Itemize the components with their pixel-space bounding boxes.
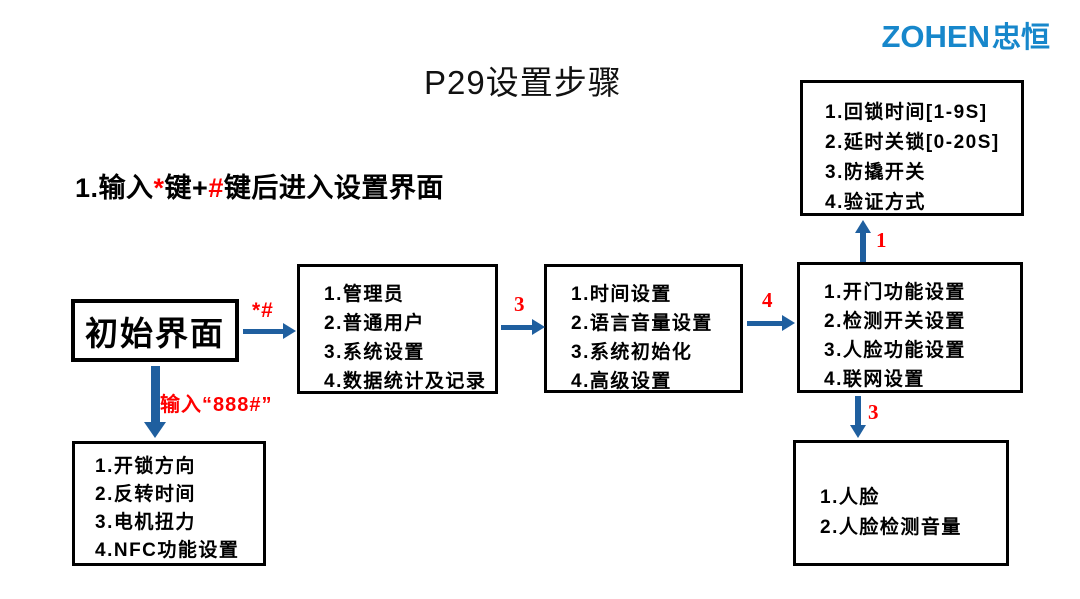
arrow-label-star-hash: *# — [252, 299, 274, 322]
box-door-settings: 1.回锁时间[1-9S] 2.延时关锁[0-20S] 3.防撬开关 4.验证方式 — [800, 80, 1024, 216]
menu-item: 3.电机扭力 — [95, 512, 196, 533]
menu-item: 1.时间设置 — [571, 284, 672, 305]
box-motor-settings: 1.开锁方向 2.反转时间 3.电机扭力 4.NFC功能设置 — [72, 441, 266, 566]
menu-item: 4.联网设置 — [824, 369, 925, 390]
menu-item: 2.人脸检测音量 — [820, 517, 962, 538]
menu-item: 2.检测开关设置 — [824, 311, 966, 332]
instruction-text: 1.输入*键+#键后进入设置界面 — [75, 166, 444, 205]
arrow-initial-to-motor-icon — [144, 366, 166, 438]
menu-item: 4.高级设置 — [571, 371, 672, 392]
menu-item: 4.NFC功能设置 — [95, 540, 240, 561]
instruction-prefix: 1.输入 — [75, 173, 154, 203]
menu-item: 3.人脸功能设置 — [824, 340, 966, 361]
instruction-mid: 键+ — [164, 173, 209, 203]
page-title: P29设置步骤 — [424, 64, 622, 101]
arrow-label-3: 3 — [514, 292, 525, 316]
initial-interface-label: 初始界面 — [85, 314, 225, 352]
menu-item: 2.普通用户 — [324, 313, 425, 334]
box-face-settings: 1.人脸 2.人脸检测音量 — [793, 440, 1009, 566]
menu-item: 1.开锁方向 — [95, 456, 196, 477]
arrow-label-3b: 3 — [868, 400, 879, 424]
menu-item: 1.回锁时间[1-9S] — [825, 102, 988, 123]
menu-item: 2.延时关锁[0-20S] — [825, 132, 1000, 153]
menu-item: 4.数据统计及记录 — [324, 371, 487, 392]
hash-key: # — [208, 173, 224, 203]
menu-item: 1.管理员 — [324, 284, 405, 305]
menu-item: 4.验证方式 — [825, 192, 926, 213]
instruction-suffix: 键后进入设置界面 — [223, 173, 444, 203]
arrow-initial-to-admin-icon — [243, 323, 296, 339]
arrow-label-enter-888: 输入“888#” — [160, 394, 273, 416]
box-admin-menu: 1.管理员 2.普通用户 3.系统设置 4.数据统计及记录 — [297, 264, 498, 394]
menu-item: 2.语言音量设置 — [571, 313, 713, 334]
menu-item: 1.开门功能设置 — [824, 282, 966, 303]
arrow-advanced-to-door-icon — [855, 220, 871, 262]
arrow-admin-to-system-icon — [501, 319, 545, 335]
logo-latin-text: ZOHEN — [881, 19, 990, 54]
menu-item: 3.系统初始化 — [571, 342, 693, 363]
arrow-advanced-to-face-icon — [850, 396, 866, 438]
box-advanced-menu: 1.开门功能设置 2.检测开关设置 3.人脸功能设置 4.联网设置 — [797, 262, 1023, 393]
box-initial-interface: 初始界面 — [71, 299, 239, 362]
arrow-label-4: 4 — [762, 288, 773, 312]
box-system-menu: 1.时间设置 2.语言音量设置 3.系统初始化 4.高级设置 — [544, 264, 743, 393]
arrow-system-to-advanced-icon — [747, 315, 795, 331]
zohen-logo: ZOHEN忠恒 — [881, 14, 1050, 56]
logo-cjk-text: 忠恒 — [991, 22, 1050, 54]
arrow-label-1: 1 — [876, 228, 887, 252]
star-key: * — [153, 173, 165, 203]
menu-item: 2.反转时间 — [95, 484, 196, 505]
menu-item: 3.防撬开关 — [825, 162, 926, 183]
menu-item: 3.系统设置 — [324, 342, 425, 363]
menu-item: 1.人脸 — [820, 487, 880, 508]
